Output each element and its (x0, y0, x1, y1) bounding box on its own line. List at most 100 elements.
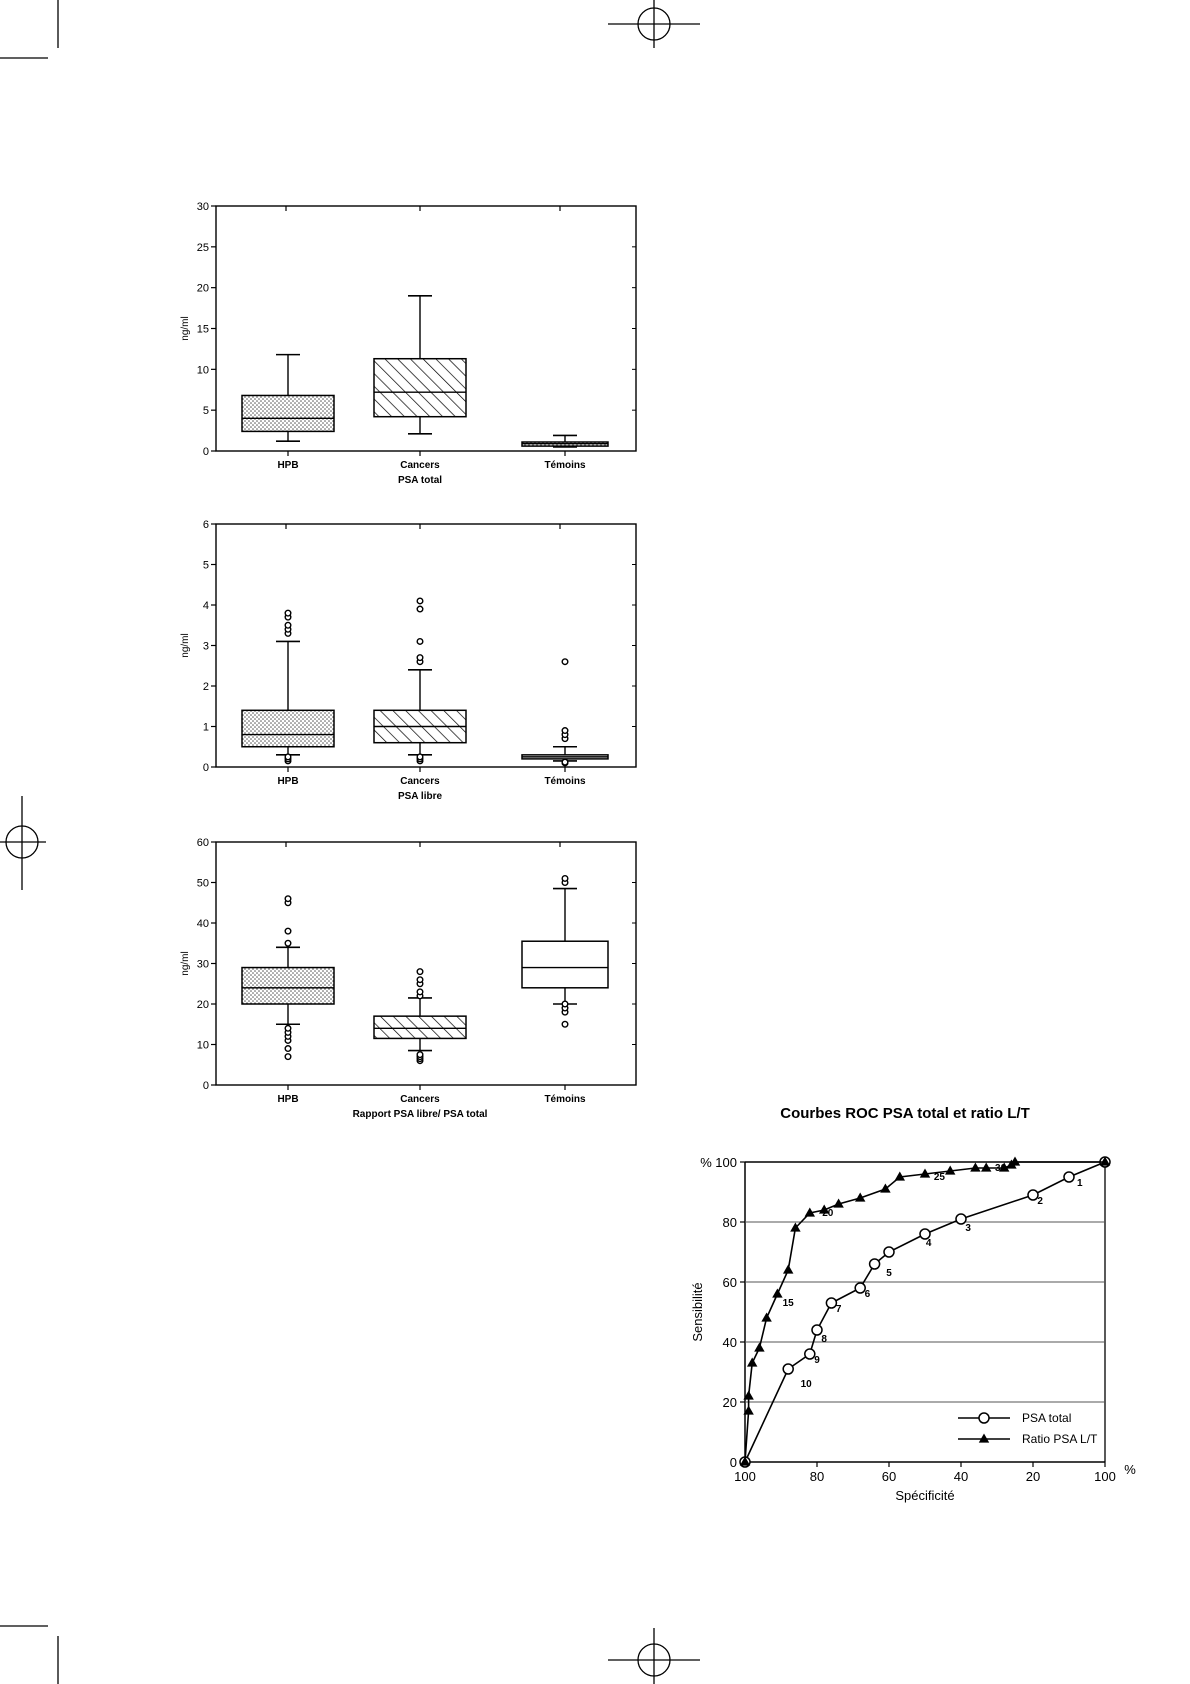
box-iqr (241, 709, 335, 748)
registration-mark-bottom (608, 1628, 700, 1684)
registration-mark-left (0, 796, 46, 890)
box-iqr (521, 940, 609, 989)
y-tick-label: 5 (203, 405, 209, 417)
outlier-point (284, 621, 292, 629)
roc-y-axis-label: Sensibilité (690, 1282, 705, 1341)
box-témoins (521, 658, 609, 767)
x-tick-label: HPB (277, 776, 298, 787)
roc-point-triangle (746, 1357, 758, 1367)
roc-point-label: 1 (1077, 1178, 1083, 1189)
chart-title: Rapport PSA libre/ PSA total (353, 1109, 488, 1120)
outlier-point (284, 1024, 292, 1032)
box-cancers (373, 597, 467, 765)
y-tick-label: 30 (197, 201, 209, 213)
roc-point-circle (1063, 1171, 1075, 1183)
registration-mark-top (608, 0, 700, 48)
roc-x-tick-label: 100 (1094, 1469, 1116, 1484)
y-tick-label: 25 (197, 242, 209, 254)
roc-point-label: 20 (822, 1208, 834, 1219)
y-tick-label: 50 (197, 878, 209, 890)
roc-point-triangle (919, 1168, 931, 1178)
outlier-point (416, 976, 424, 984)
box-cancers (373, 968, 467, 1065)
roc-point-triangle (818, 1204, 830, 1214)
roc-point-label: 8 (821, 1334, 827, 1345)
roc-y-tick-label: 100 (715, 1155, 737, 1170)
outlier-point (284, 939, 292, 947)
y-tick-label: 4 (203, 600, 209, 612)
roc-point-triangle (970, 1162, 981, 1172)
roc-x-tick-label: 80 (810, 1469, 824, 1484)
roc-point-triangle (980, 1162, 992, 1172)
roc-x-unit: % (1124, 1462, 1136, 1477)
y-axis-label: ng/ml (180, 951, 191, 975)
y-tick-label: 6 (203, 519, 209, 531)
roc-point-label: 5 (886, 1268, 892, 1279)
roc-point-circle (825, 1297, 838, 1309)
x-tick-label: Cancers (400, 776, 440, 787)
roc-point-circle (804, 1348, 816, 1360)
outlier-point (284, 927, 292, 935)
y-axis-label: ng/ml (180, 633, 191, 657)
box-cancers (373, 295, 467, 435)
x-tick-label: Cancers (400, 460, 440, 471)
roc-point-triangle (1099, 1156, 1111, 1166)
legend-marker-circle (978, 1412, 990, 1424)
x-tick-label: Cancers (400, 1094, 440, 1105)
outlier-point (561, 758, 569, 766)
roc-point-label: 25 (934, 1172, 946, 1183)
box-hpb (241, 895, 335, 1061)
x-tick-label: HPB (277, 460, 298, 471)
roc-x-tick-label: 100 (734, 1469, 756, 1484)
roc-point-triangle (804, 1207, 816, 1217)
crop-marks (0, 0, 700, 1684)
roc-point-label: 6 (865, 1289, 871, 1300)
roc-point-label: 30 (995, 1163, 1007, 1174)
roc-point-triangle (894, 1171, 906, 1181)
roc-point-triangle (754, 1342, 765, 1352)
roc-y-unit: % (700, 1155, 712, 1170)
roc-point-circle (868, 1258, 881, 1270)
box-témoins (521, 874, 609, 1028)
y-tick-label: 0 (203, 1080, 209, 1092)
outlier-point (561, 1000, 569, 1008)
box-iqr (373, 357, 467, 418)
roc-x-tick-label: 60 (882, 1469, 896, 1484)
roc-point-label: 15 (783, 1298, 795, 1309)
y-tick-label: 0 (203, 762, 209, 774)
roc-point-circle (955, 1213, 967, 1225)
outlier-point (561, 658, 569, 666)
box-hpb (241, 609, 335, 765)
outlier-point (416, 1051, 424, 1059)
y-tick-label: 60 (197, 837, 209, 849)
y-tick-label: 2 (203, 681, 209, 693)
roc-point-triangle (772, 1288, 783, 1298)
roc-point-triangle (1009, 1156, 1021, 1166)
y-tick-label: 20 (197, 283, 209, 295)
roc-point-label: 10 (801, 1379, 813, 1390)
legend-label: PSA total (1022, 1411, 1071, 1425)
box-iqr (241, 394, 335, 433)
outlier-point (561, 1020, 569, 1028)
roc-point-circle (782, 1363, 794, 1375)
roc-point-triangle (944, 1165, 956, 1175)
roc-x-tick-label: 20 (1026, 1469, 1040, 1484)
roc-point-triangle (833, 1198, 844, 1208)
roc-point-circle (919, 1228, 931, 1240)
outlier-point (284, 1053, 292, 1061)
y-tick-label: 20 (197, 999, 209, 1011)
chart-title: PSA libre (398, 791, 443, 802)
box-iqr (241, 966, 335, 1005)
y-axis-label: ng/ml (180, 316, 191, 340)
y-tick-label: 10 (197, 1040, 209, 1052)
y-tick-label: 0 (203, 446, 209, 458)
y-tick-label: 5 (203, 560, 209, 572)
roc-point-circle (854, 1282, 866, 1294)
x-tick-label: Témoins (544, 776, 586, 787)
outlier-point (416, 597, 424, 605)
